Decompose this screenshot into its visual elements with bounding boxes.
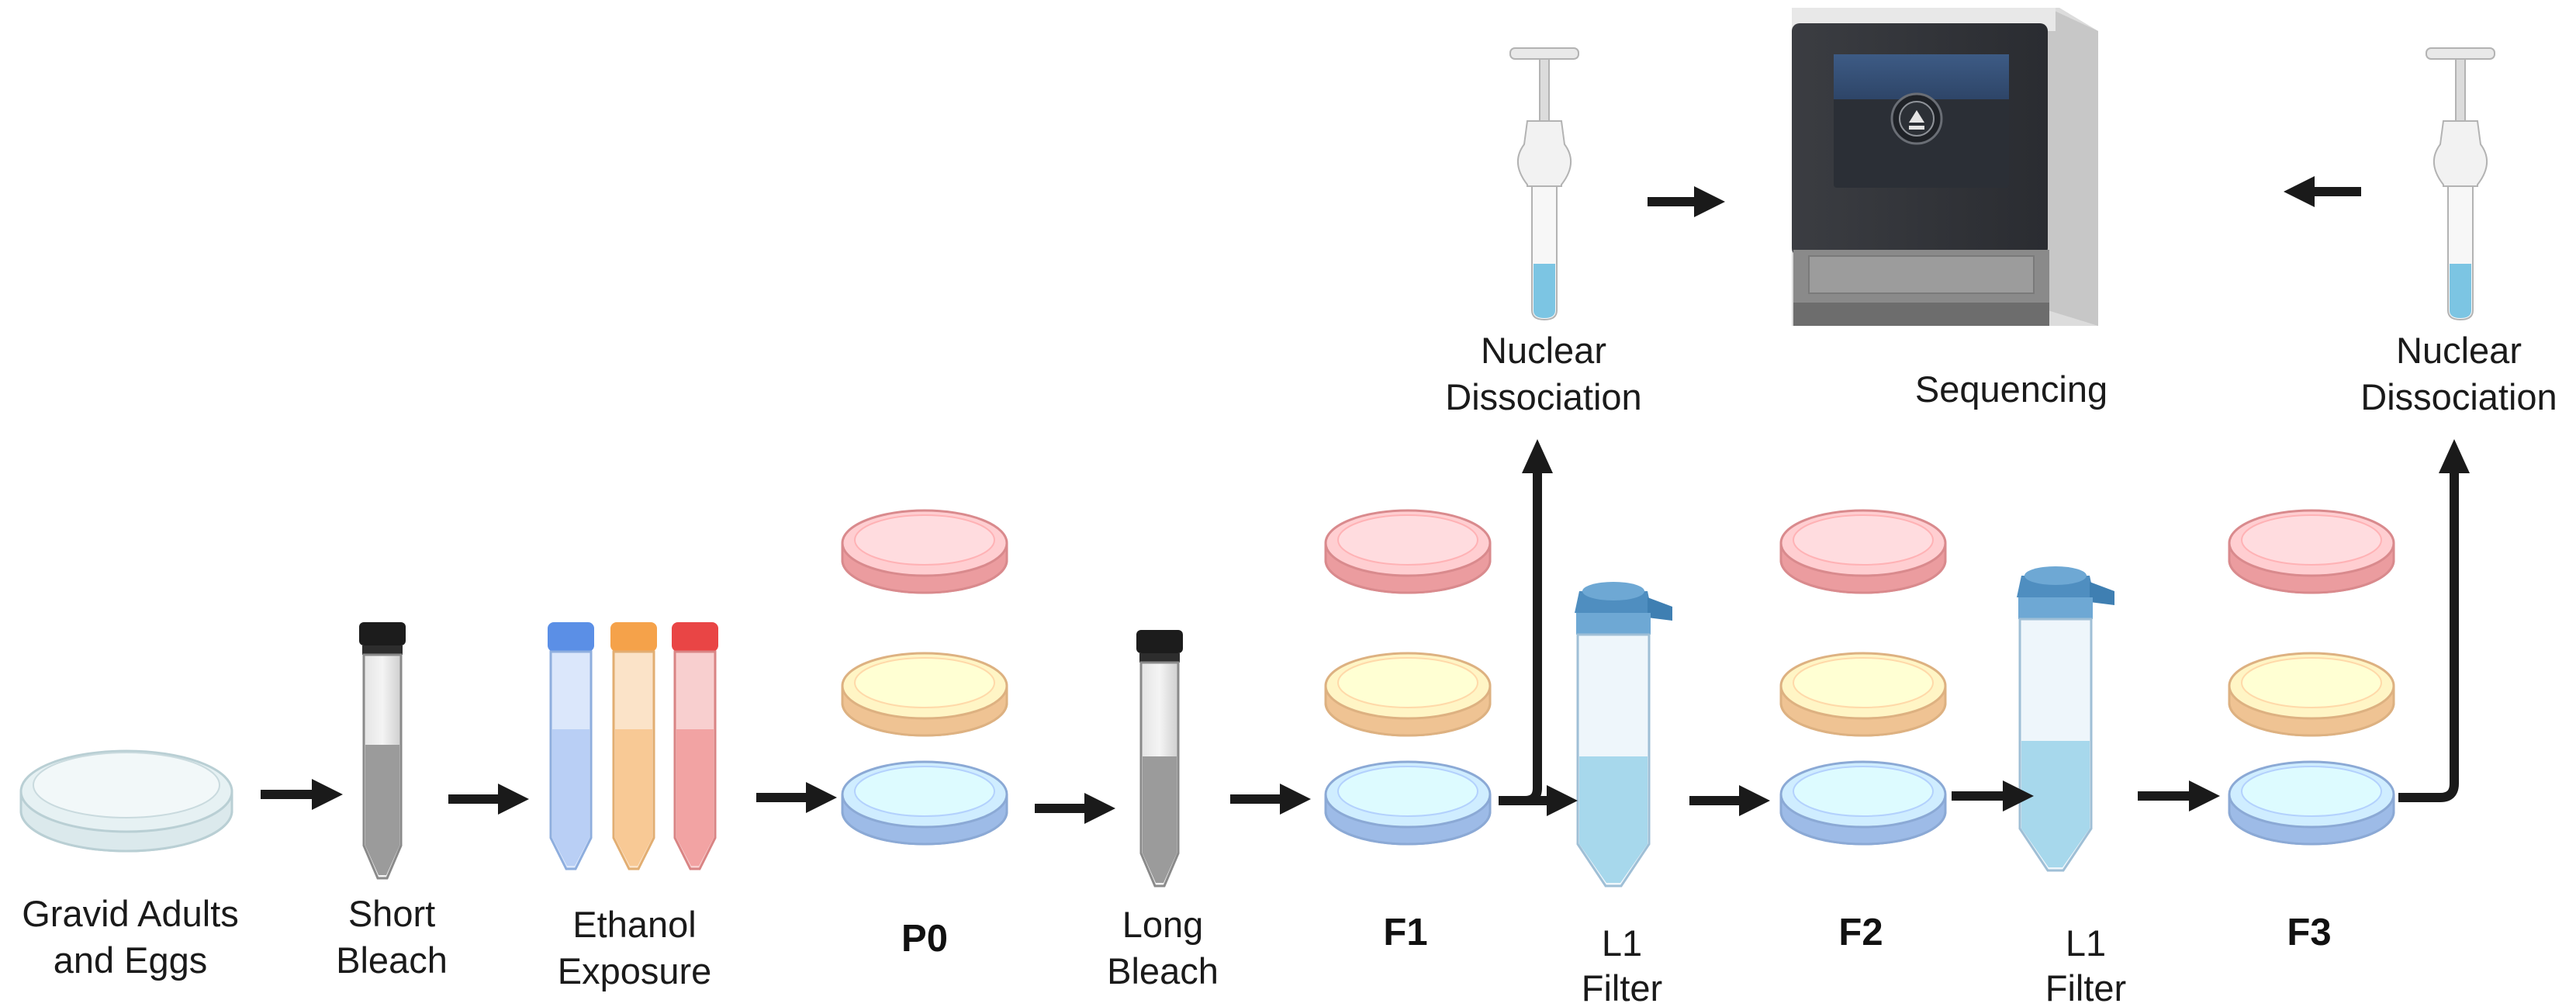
f1-label: F1 [1383,912,1427,953]
f3-label: F3 [2287,912,2331,953]
arrow-long-to-f1 [1230,784,1311,815]
f2-dish-stack [1779,509,1947,846]
f1-dish-stack [1324,509,1492,846]
ethanol-label-line2: Exposure [558,950,712,991]
p0-label: P0 [901,918,948,960]
arrow-nuclear-a-to-sequencer [1648,186,1725,217]
blue-dish [1779,760,1947,846]
long-bleach-label-line2: Bleach [1107,950,1219,991]
arrow-l1-to-f2 [1689,785,1770,816]
ethanol-tube-blue [548,622,594,870]
ethanol-tube-red [672,622,718,870]
nuclear-b-label-line1: Nuclear [2396,330,2522,371]
nuclear-b-label-line2: Dissociation [2360,376,2557,417]
nuclear-a-label-line2: Dissociation [1445,376,1641,417]
l1-filter-tube-a-icon [1575,582,1672,888]
l1-filter-b-label-line2: Filter [2045,967,2126,1007]
p0-dish-stack [841,509,1008,846]
blue-dish [2228,760,2395,846]
arrow-nuclear-b-to-sequencer [2284,176,2361,207]
arrow-ethanol-to-p0 [756,782,837,813]
sequencer-icon [1792,8,2098,326]
l1-filter-a-label-line2: Filter [1582,967,1662,1007]
sequencing-label: Sequencing [1915,369,2107,410]
arrow-f3-up-to-nuclear [2398,439,2470,802]
short-bleach-tube-icon [359,622,406,880]
long-bleach-label-line1: Long [1122,904,1204,945]
orange-dish [2228,652,2395,737]
orange-dish [841,652,1008,737]
homogenizer-b-icon [2426,47,2495,321]
l1-filter-a-label-line1: L1 [1602,922,1642,964]
short-bleach-label-line2: Bleach [336,940,448,981]
blue-dish [841,760,1008,846]
gravid-label-line2: and Eggs [54,940,208,981]
arrow-l1b-to-f3 [2138,780,2220,811]
red-dish [841,509,1008,594]
arrow-p0-to-long [1035,793,1115,824]
long-bleach-tube-icon [1136,630,1183,888]
f2-label: F2 [1838,912,1883,953]
l1-filter-tube-b-icon [2017,566,2114,872]
f3-dish-stack [2228,509,2395,846]
arrow-short-to-ethanol [448,784,529,815]
gravid-dish-icon [19,749,233,853]
ethanol-label-line1: Ethanol [572,904,696,945]
arrow-f1-up-to-nuclear [1499,439,1553,805]
ethanol-tube-orange [610,622,657,870]
red-dish [1779,509,1947,594]
short-bleach-label-line1: Short [348,893,435,934]
nuclear-a-label-line1: Nuclear [1481,330,1606,371]
orange-dish [1779,652,1947,737]
homogenizer-a-icon [1509,47,1579,321]
gravid-label-line1: Gravid Adults [22,893,239,934]
arrow-f2-to-l1b [1952,780,2034,811]
l1-filter-b-label-line1: L1 [2066,922,2106,964]
red-dish [1324,509,1492,594]
ethanol-tubes-icon [548,622,718,870]
blue-dish [1324,760,1492,846]
red-dish [2228,509,2395,594]
arrow-gravid-to-short [261,779,343,810]
orange-dish [1324,652,1492,737]
